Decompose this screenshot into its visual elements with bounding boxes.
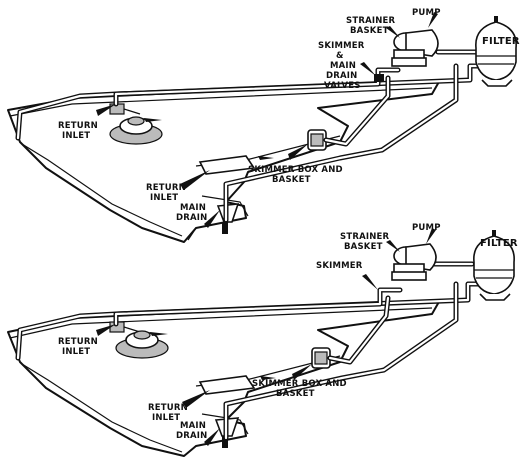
return-inlet-top-label-2-line2: INLET (62, 347, 90, 357)
return-inlet-top-label-2-line1: RETURN (58, 337, 98, 347)
return-inlet-low-label-line1: RETURN (146, 183, 186, 193)
flow-arrows-2 (96, 228, 436, 446)
strainer-label-2-line2: BASKET (344, 242, 383, 252)
diagram-2: STRAINER BASKET PUMP FILTER SKIMMER RETU… (7, 223, 518, 457)
deck-step-2 (198, 375, 256, 395)
main-drain-label-2-line2: DRAIN (176, 431, 207, 441)
skimmer-box-2 (311, 347, 331, 369)
return-inlet-top-label-line2: INLET (62, 131, 90, 141)
main-drain-label-line1: MAIN (180, 203, 206, 213)
strainer-label-line1: STRAINER (346, 16, 396, 26)
skimmer-box-label-2-line2: BASKET (276, 389, 315, 399)
valve-1 (374, 74, 384, 82)
skimmer-valves-label-line2: & (336, 51, 344, 61)
return-inlet-low-label-line2: INLET (150, 193, 178, 203)
main-drain-label-2-line1: MAIN (180, 421, 206, 431)
skimmer-valves-label-line1: SKIMMER (318, 41, 365, 51)
strainer-label-line2: BASKET (350, 26, 389, 36)
skimmer-valves-label-line5: VALVES (324, 81, 361, 91)
deck-step-1 (198, 155, 256, 175)
skimmer-box-label-line1: SKIMMER BOX AND (248, 165, 343, 175)
filter-2 (473, 230, 515, 301)
main-drain-fixture-1 (109, 116, 163, 145)
return-inlet-top-label-line1: RETURN (58, 121, 98, 131)
strainer-label-2-line1: STRAINER (340, 232, 390, 242)
main-drain-fixture-2 (115, 330, 169, 359)
skimmer-box-label-2-line1: SKIMMER BOX AND (252, 379, 347, 389)
main-drain-label-line2: DRAIN (176, 213, 207, 223)
filter-label: FILTER (482, 36, 520, 47)
return-inlet-low-label-2-line2: INLET (152, 413, 180, 423)
skimmer-label-2: SKIMMER (316, 261, 363, 271)
filter-1 (475, 16, 517, 87)
skimmer-box-label-line2: BASKET (272, 175, 311, 185)
flow-arrows-1 (96, 12, 438, 228)
diagram-1: STRAINER BASKET PUMP FILTER SKIMMER & MA… (7, 8, 520, 243)
pump-label-2: PUMP (412, 223, 441, 233)
return-inlet-low-label-2-line1: RETURN (148, 403, 188, 413)
filter-label-2: FILTER (480, 238, 518, 249)
pump-label: PUMP (412, 8, 441, 18)
pump-1 (391, 29, 439, 67)
pump-2 (391, 243, 437, 281)
skimmer-valves-label-line3: MAIN (330, 61, 356, 71)
pipe-network-2 (15, 261, 487, 441)
skimmer-valves-label-line4: DRAIN (326, 71, 357, 81)
pipe-network-1 (15, 49, 491, 223)
skimmer-box-1 (307, 129, 327, 151)
